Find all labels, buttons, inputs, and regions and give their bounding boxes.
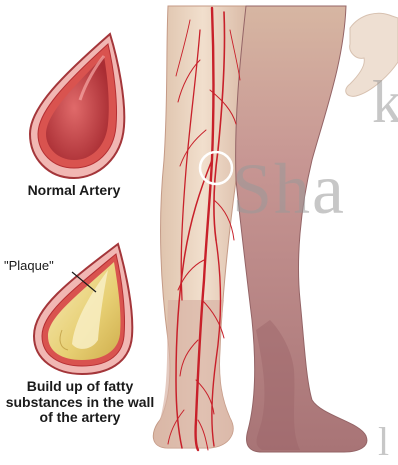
- normal-artery-label: Normal Artery: [8, 183, 140, 199]
- plaque-label: "Plaque": [4, 259, 74, 274]
- watermark-letter-bottom: l: [378, 418, 389, 465]
- watermark-letter-top: k: [372, 68, 398, 137]
- normal-artery-diagram: [30, 34, 124, 178]
- buildup-caption: Build up of fatty substances in the wall…: [4, 379, 156, 426]
- watermark-text: Sha: [232, 148, 346, 231]
